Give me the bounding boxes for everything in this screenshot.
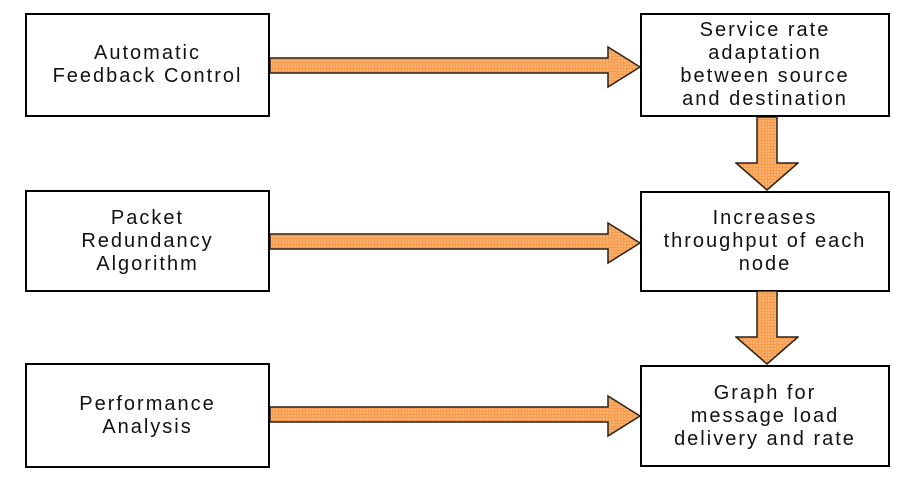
down-arrow-icon-service-rate-to-throughput [735,117,799,191]
box-packet-redundancy-algorithm: Packet Redundancy Algorithm [25,190,270,292]
box-label: Automatic Feedback Control [52,42,243,87]
box-service-rate-adaptation: Service rate adaptation between source a… [640,13,890,117]
box-label: Packet Redundancy Algorithm [81,206,214,275]
right-arrow-icon-feedback-to-service-rate [270,45,642,89]
down-arrow-icon-throughput-to-graph [735,291,799,365]
box-label: Service rate adaptation between source a… [680,19,850,110]
right-arrow-icon-redundancy-to-throughput [270,221,642,265]
right-arrow-icon-performance-to-graph [270,394,642,438]
box-label: Performance Analysis [79,392,216,438]
box-performance-analysis: Performance Analysis [25,363,270,468]
box-increases-throughput: Increases throughput of each node [640,191,890,292]
box-automatic-feedback-control: Automatic Feedback Control [25,13,270,117]
box-graph-message-load: Graph for message load delivery and rate [640,365,890,467]
box-label: Graph for message load delivery and rate [674,381,856,450]
box-label: Increases throughput of each node [663,207,867,275]
